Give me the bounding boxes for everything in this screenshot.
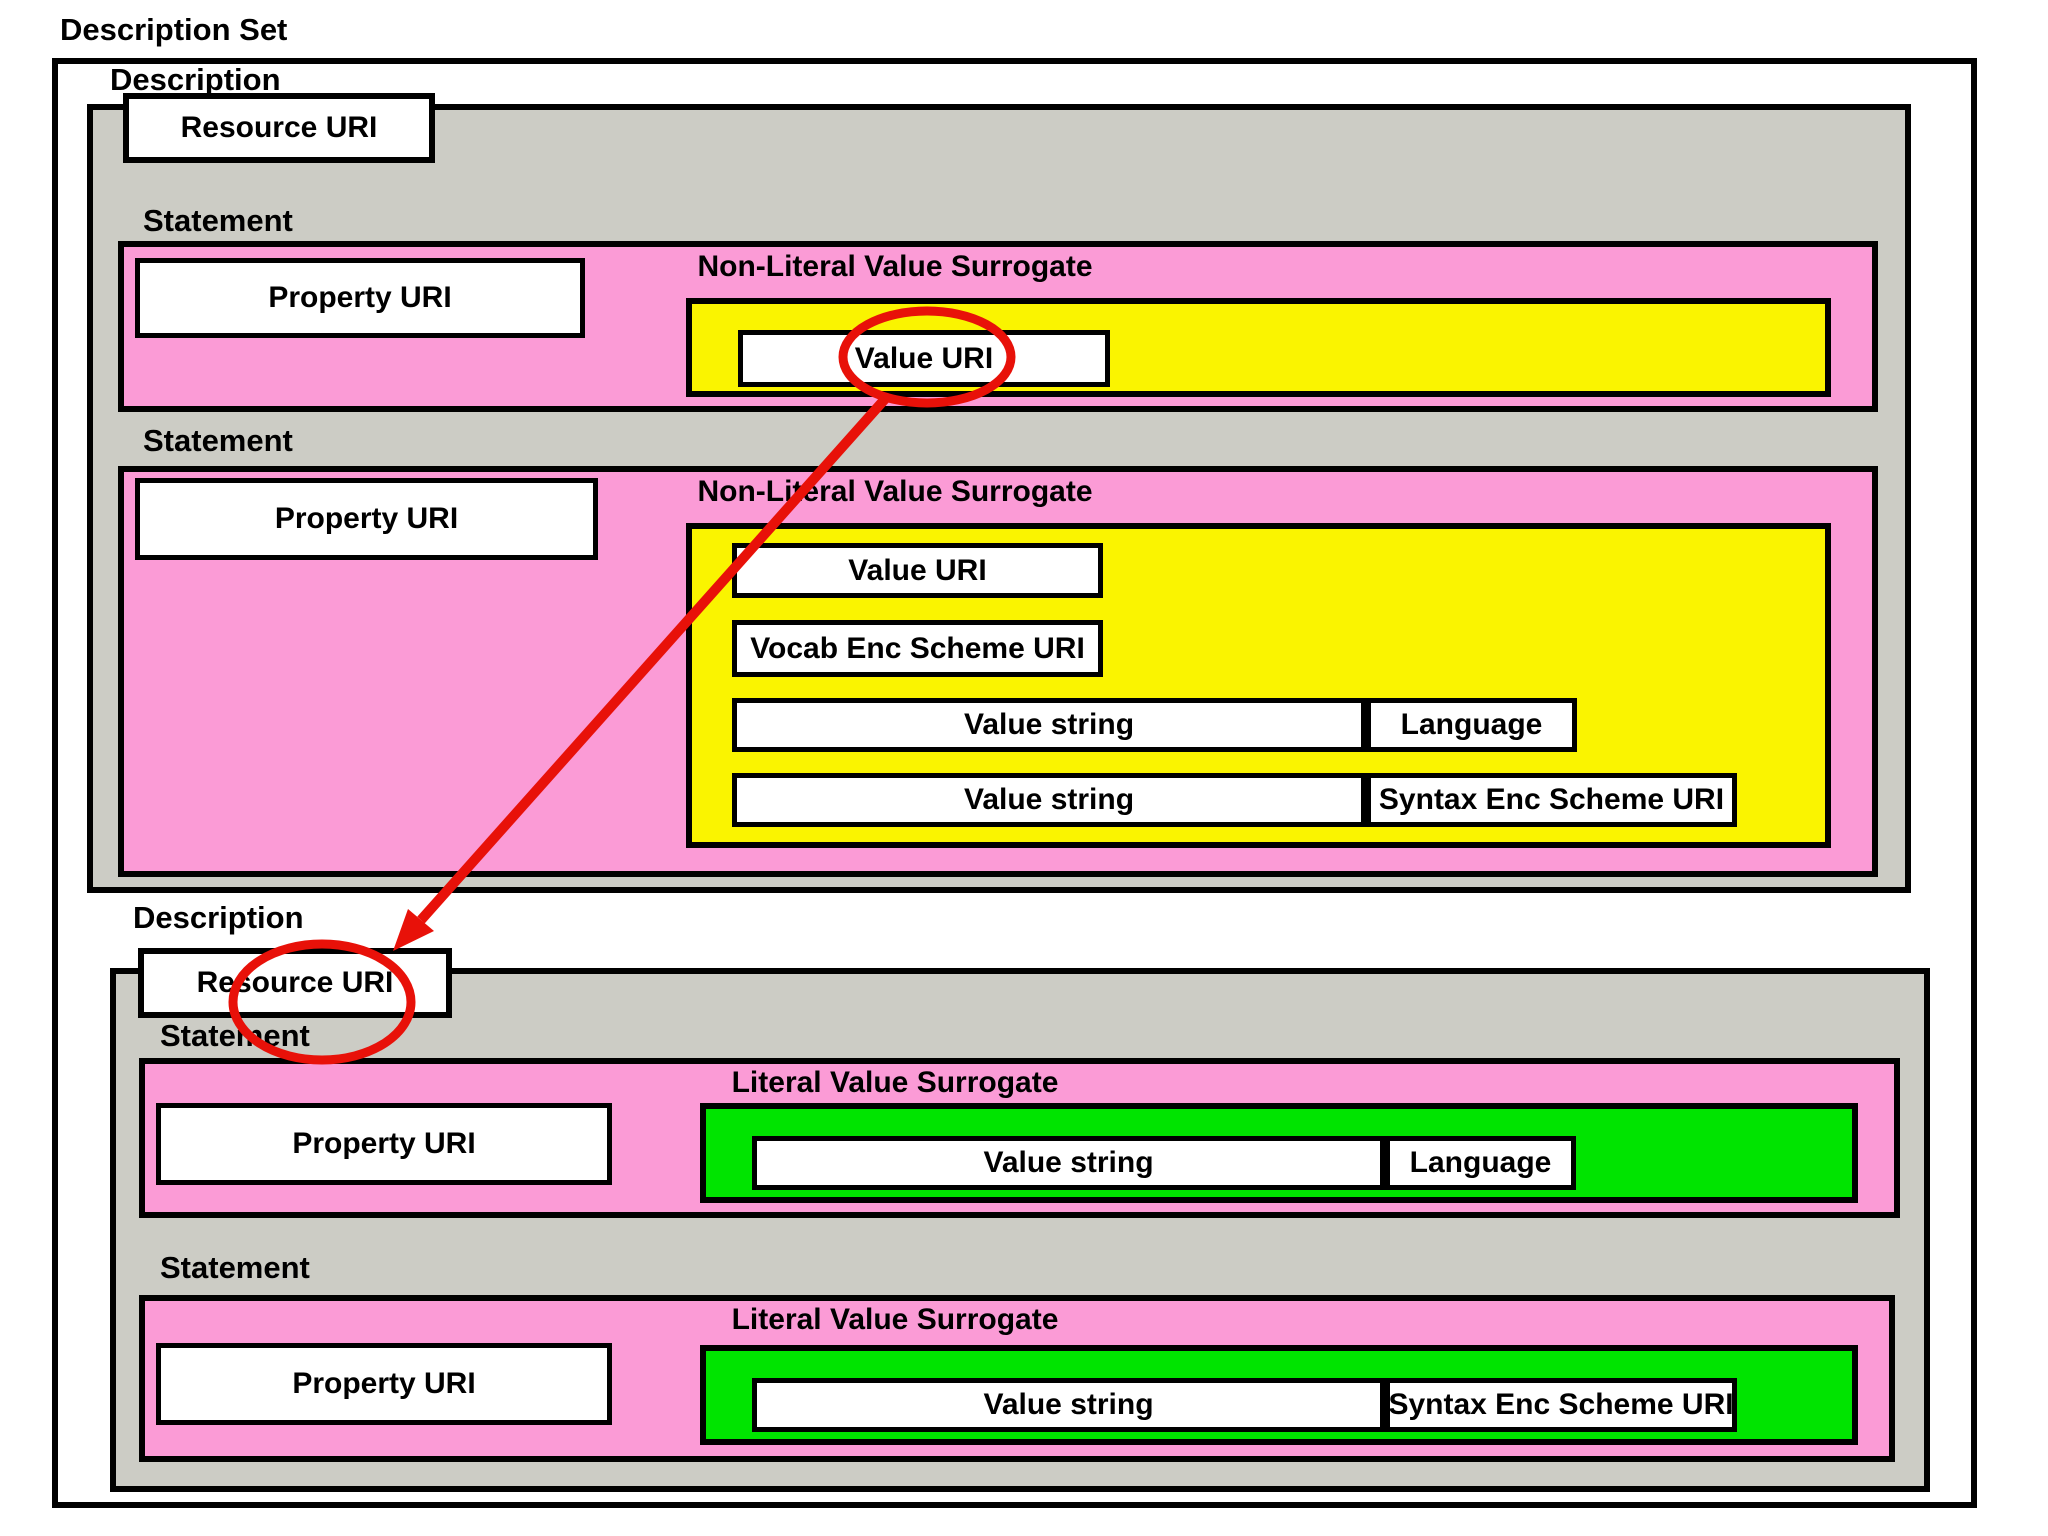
statement-2-label: Statement bbox=[143, 423, 293, 458]
diagram-title: Description Set bbox=[60, 12, 288, 47]
value-string-box-2b: Value string bbox=[732, 773, 1366, 827]
vocab-enc-scheme-uri-label: Vocab Enc Scheme URI bbox=[750, 631, 1085, 665]
syntax-enc-scheme-uri-label-4: Syntax Enc Scheme URI bbox=[1388, 1388, 1734, 1421]
value-string-label-2a: Value string bbox=[963, 708, 1135, 741]
value-string-box-4: Value string bbox=[752, 1378, 1385, 1432]
property-uri-box-4: Property URI bbox=[156, 1343, 612, 1425]
language-box-3: Language bbox=[1385, 1136, 1576, 1190]
property-uri-box-1: Property URI bbox=[135, 258, 585, 338]
resource-uri-box-2: Resource URI bbox=[138, 948, 452, 1018]
statement-1-surrogate-title: Non-Literal Value Surrogate bbox=[697, 250, 1093, 283]
resource-uri-label-2: Resource URI bbox=[196, 966, 394, 999]
description-1-label: Description bbox=[110, 62, 281, 97]
value-string-box-3: Value string bbox=[752, 1136, 1385, 1190]
value-string-label-4: Value string bbox=[983, 1388, 1154, 1421]
value-string-label-3: Value string bbox=[983, 1146, 1154, 1179]
statement-3-surrogate-title: Literal Value Surrogate bbox=[731, 1066, 1059, 1099]
resource-uri-box-1: Resource URI bbox=[123, 93, 435, 163]
language-box-2: Language bbox=[1366, 698, 1577, 752]
description-2-label: Description bbox=[133, 900, 304, 935]
syntax-enc-scheme-uri-label-2: Syntax Enc Scheme URI bbox=[1378, 783, 1725, 816]
property-uri-label-4: Property URI bbox=[292, 1367, 476, 1400]
value-uri-label-2: Value URI bbox=[848, 553, 987, 587]
syntax-enc-scheme-uri-box-2: Syntax Enc Scheme URI bbox=[1366, 773, 1737, 827]
value-uri-label-1: Value URI bbox=[854, 341, 994, 375]
property-uri-box-3: Property URI bbox=[156, 1103, 612, 1185]
value-string-box-2a: Value string bbox=[732, 698, 1366, 752]
value-uri-box-1: Value URI bbox=[738, 330, 1110, 387]
statement-4-label: Statement bbox=[160, 1250, 310, 1285]
property-uri-label-1: Property URI bbox=[268, 281, 452, 314]
statement-1-label: Statement bbox=[143, 203, 293, 238]
language-label-3: Language bbox=[1409, 1146, 1552, 1179]
property-uri-box-2: Property URI bbox=[135, 478, 598, 560]
property-uri-label-2: Property URI bbox=[274, 502, 459, 535]
statement-3-label: Statement bbox=[160, 1018, 310, 1053]
property-uri-label-3: Property URI bbox=[292, 1127, 476, 1160]
language-label-2: Language bbox=[1400, 708, 1543, 741]
vocab-enc-scheme-uri-box: Vocab Enc Scheme URI bbox=[732, 620, 1103, 677]
value-string-label-2b: Value string bbox=[963, 783, 1135, 816]
value-uri-box-2: Value URI bbox=[732, 543, 1103, 598]
statement-4-surrogate-title: Literal Value Surrogate bbox=[731, 1303, 1059, 1336]
resource-uri-label-1: Resource URI bbox=[180, 111, 378, 144]
syntax-enc-scheme-uri-box-4: Syntax Enc Scheme URI bbox=[1385, 1378, 1737, 1432]
